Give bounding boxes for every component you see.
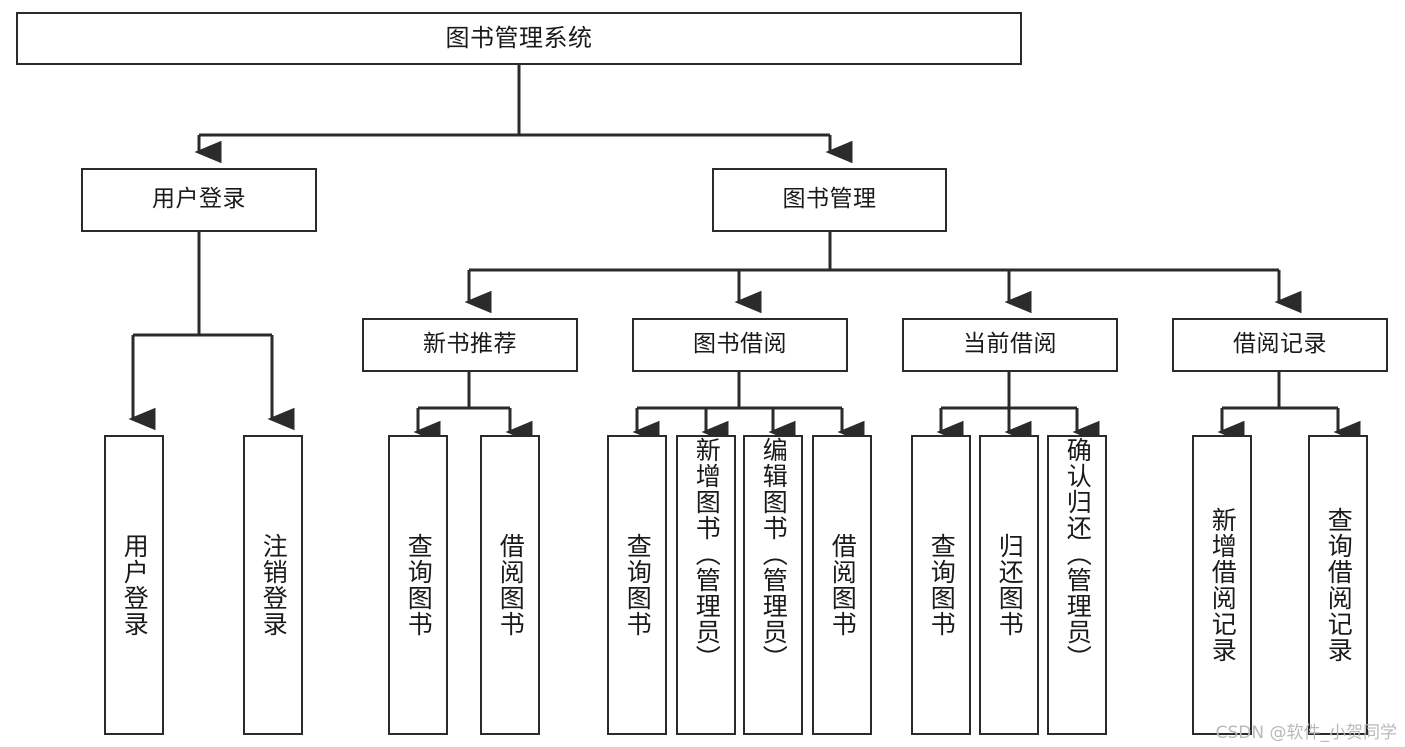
node-book-borrow[interactable]: 图书借阅	[632, 318, 848, 372]
node-label: 注销登录	[259, 533, 289, 637]
leaf-borrow-query-book[interactable]: 查询图书	[607, 435, 667, 735]
node-label: 新增图书（管理员）	[692, 437, 722, 671]
node-label: 当前借阅	[963, 331, 1057, 358]
node-label: 确认归还（管理员）	[1063, 437, 1093, 671]
leaf-record-add-record[interactable]: 新增借阅记录	[1192, 435, 1252, 735]
leaf-current-query-book[interactable]: 查询图书	[911, 435, 971, 735]
node-current-borrow[interactable]: 当前借阅	[902, 318, 1118, 372]
node-label: 归还图书	[995, 533, 1025, 637]
node-new-book-recommend[interactable]: 新书推荐	[362, 318, 578, 372]
node-book-management[interactable]: 图书管理	[712, 168, 947, 232]
leaf-borrow-borrow-book[interactable]: 借阅图书	[812, 435, 872, 735]
leaf-current-confirm-return-admin[interactable]: 确认归还（管理员）	[1047, 435, 1107, 735]
leaf-recommend-borrow-book[interactable]: 借阅图书	[480, 435, 540, 735]
node-label: 图书借阅	[693, 331, 787, 358]
leaf-user-login-login[interactable]: 用户登录	[104, 435, 164, 735]
node-label: 查询图书	[404, 533, 434, 637]
node-label: 图书管理系统	[445, 24, 593, 53]
node-label: 图书管理	[782, 186, 877, 213]
leaf-borrow-edit-book-admin[interactable]: 编辑图书（管理员）	[743, 435, 803, 735]
node-borrow-record[interactable]: 借阅记录	[1172, 318, 1388, 372]
leaf-recommend-query-book[interactable]: 查询图书	[388, 435, 448, 735]
node-label: 用户登录	[152, 186, 246, 213]
node-label: 新增借阅记录	[1208, 507, 1238, 663]
node-label: 新书推荐	[423, 331, 517, 358]
node-label: 借阅图书	[496, 533, 526, 637]
node-user-login[interactable]: 用户登录	[81, 168, 317, 232]
node-label: 用户登录	[120, 533, 150, 637]
leaf-record-query-record[interactable]: 查询借阅记录	[1308, 435, 1368, 735]
node-label: 借阅图书	[828, 533, 858, 637]
leaf-current-return-book[interactable]: 归还图书	[979, 435, 1039, 735]
leaf-borrow-add-book-admin[interactable]: 新增图书（管理员）	[676, 435, 736, 735]
node-label: 借阅记录	[1233, 331, 1327, 358]
watermark: CSDN @软件_小贺同学	[1215, 723, 1397, 743]
node-label: 编辑图书（管理员）	[759, 437, 789, 671]
leaf-user-login-logout[interactable]: 注销登录	[243, 435, 303, 735]
node-root-system[interactable]: 图书管理系统	[16, 12, 1022, 65]
node-label: 查询图书	[623, 533, 653, 637]
node-label: 查询借阅记录	[1324, 507, 1354, 663]
node-label: 查询图书	[927, 533, 957, 637]
